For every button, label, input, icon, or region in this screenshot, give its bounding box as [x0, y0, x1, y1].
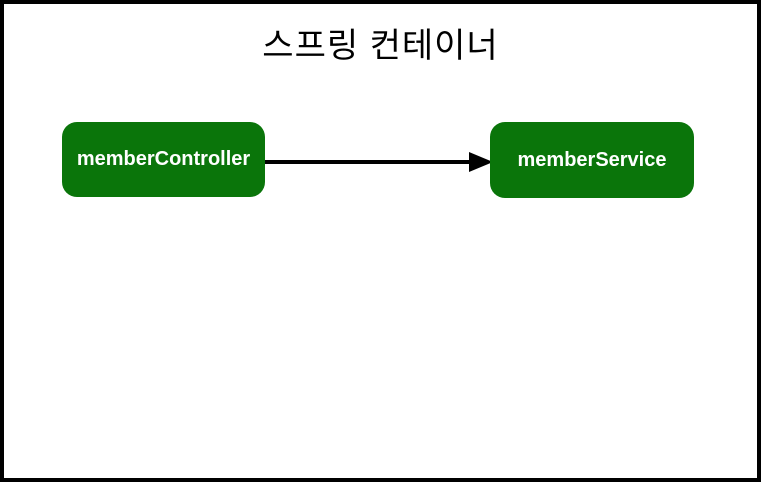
- diagram-title: 스프링 컨테이너: [262, 27, 499, 65]
- dependency-arrow: [265, 152, 493, 172]
- node-member-service-label: memberService: [517, 148, 667, 171]
- node-member-controller: memberController: [62, 122, 265, 197]
- node-member-service: memberService: [490, 122, 694, 198]
- node-member-controller-label: memberController: [76, 148, 251, 170]
